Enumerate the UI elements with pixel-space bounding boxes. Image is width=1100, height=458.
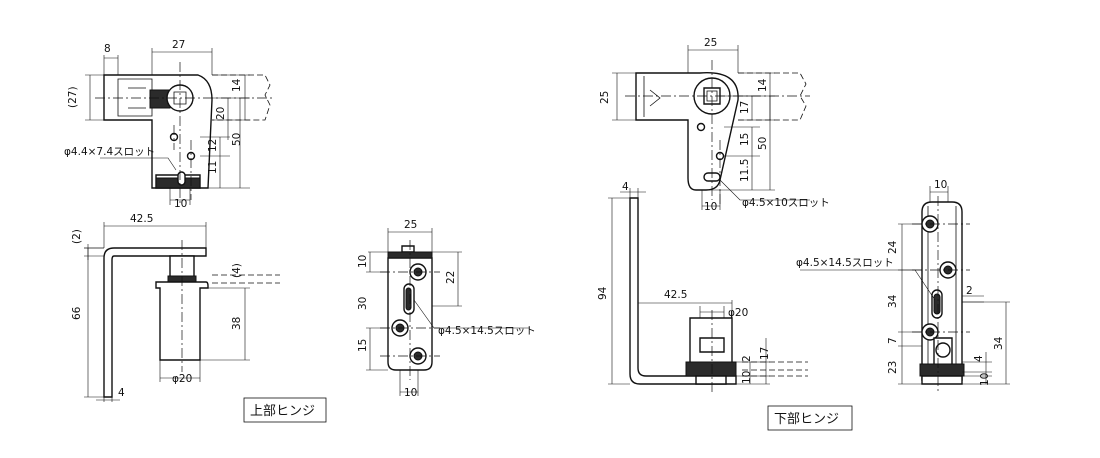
top-hinge-dim-4: 4 (118, 387, 125, 399)
bottom-hinge-front-dim-23: 23 (887, 361, 899, 374)
top-hinge-front-dim-10-bottom: 10 (404, 387, 417, 399)
top-hinge-dim-10: 10 (174, 198, 187, 210)
bottom-hinge-dim-25-h: 25 (599, 91, 611, 104)
top-hinge-dim-27-paren: (27) (67, 86, 79, 108)
bottom-hinge-front-dim-34-left: 34 (887, 294, 899, 308)
bottom-hinge-top-view: 25 25 14 17 15 50 11.5 10 φ4.5×10スロット (599, 37, 830, 213)
bottom-hinge-dim-10: 10 (704, 201, 717, 213)
top-hinge-dim-14: 14 (231, 78, 243, 92)
bottom-hinge-dim-11-5: 11.5 (739, 159, 751, 182)
top-hinge-front-dim-22: 22 (445, 271, 457, 284)
top-hinge-front-dim-30: 30 (357, 297, 369, 310)
top-hinge-dim-4-paren: (4) (231, 263, 243, 278)
bottom-hinge-front-view: 10 24 34 2 34 7 4 23 10 φ4.5×14.5スロット (796, 179, 1010, 392)
top-hinge-title: 上部ヒンジ (250, 404, 315, 419)
bottom-hinge-front-dim-2: 2 (966, 285, 973, 297)
bottom-hinge-dim-17: 17 (739, 101, 751, 114)
bottom-hinge-dim-25-w: 25 (704, 37, 717, 49)
top-hinge-front-dim-10-top: 10 (357, 255, 369, 268)
top-hinge-label: 上部ヒンジ (243, 397, 327, 423)
top-hinge-slot-note: φ4.4×7.4スロット (64, 146, 155, 158)
bottom-hinge-front-dim-24: 24 (887, 240, 899, 254)
bottom-hinge-front-dim-10-right: 10 (979, 373, 991, 386)
bottom-hinge-dim-4: 4 (622, 181, 629, 193)
top-hinge-front-dim-15: 15 (357, 339, 369, 352)
bottom-hinge-dim-15: 15 (739, 133, 751, 146)
top-hinge-dim-11: 11 (207, 161, 219, 174)
top-hinge-top-view: 8 27 (27) 14 20 50 12 11 10 φ4.4×7.4スロット (64, 39, 275, 210)
bottom-hinge-label: 下部ヒンジ (767, 405, 853, 431)
top-hinge-dim-2-paren: (2) (71, 229, 83, 244)
bottom-hinge-title: 下部ヒンジ (774, 412, 839, 427)
bottom-hinge-dim-14: 14 (757, 78, 769, 92)
bottom-hinge-front-slot-note: φ4.5×14.5スロット (796, 257, 894, 269)
top-hinge-front-view: 25 10 22 30 15 10 φ4.5×14.5スロット (357, 219, 536, 399)
top-hinge-dim-50: 50 (231, 133, 243, 146)
bottom-hinge-slot-note: φ4.5×10スロット (742, 197, 830, 209)
top-hinge-front-dim-25: 25 (404, 219, 417, 231)
bottom-hinge-front-dim-4: 4 (973, 355, 985, 362)
bottom-hinge-dim-17: 17 (759, 347, 771, 360)
bottom-hinge-front-dim-7: 7 (887, 337, 899, 344)
top-hinge-front-slot-note: φ4.5×14.5スロット (438, 325, 536, 337)
top-hinge-dim-8: 8 (104, 43, 111, 55)
top-hinge-dim-42-5: 42.5 (130, 213, 153, 225)
bottom-hinge-front-dim-10-top: 10 (934, 179, 947, 191)
top-hinge-dim-12: 12 (207, 139, 219, 152)
top-hinge-dim-phi-20: φ20 (172, 373, 192, 385)
bottom-hinge-side-view: 4 94 42.5 φ20 2 17 10 (597, 181, 808, 392)
top-hinge-dim-20: 20 (215, 107, 227, 120)
top-hinge-dim-66: 66 (71, 306, 83, 320)
bottom-hinge-front-dim-34-right: 34 (993, 336, 1005, 350)
bottom-hinge-dim-50: 50 (757, 137, 769, 150)
top-hinge-side-view: 42.5 (2) (4) 66 38 φ20 4 (71, 213, 280, 402)
bottom-hinge-dim-phi-20: φ20 (728, 307, 748, 319)
top-hinge-dim-27: 27 (172, 39, 185, 51)
bottom-hinge-dim-2: 2 (741, 355, 753, 362)
bottom-hinge-side-dim-10: 10 (741, 371, 753, 384)
bottom-hinge-dim-94: 94 (597, 286, 609, 300)
bottom-hinge-dim-42-5: 42.5 (664, 289, 687, 301)
top-hinge-dim-38: 38 (231, 317, 243, 330)
